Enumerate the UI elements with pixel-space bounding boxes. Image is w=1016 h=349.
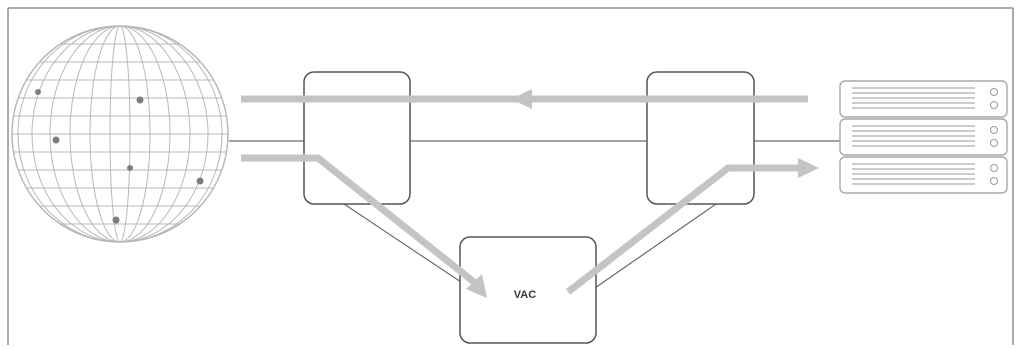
right-box-to-vac-line: [594, 203, 717, 289]
connection-lines: [229, 140, 840, 289]
globe-node-dots: [35, 89, 204, 224]
server-unit: [839, 118, 1008, 156]
left-box-to-vac-line: [343, 203, 471, 289]
inbound-to-vac-arrowhead: [466, 274, 487, 298]
server-unit: [839, 156, 1008, 194]
vac-to-server-arrow: [565, 164, 800, 295]
vac-to-server-arrowhead: [798, 158, 819, 178]
return-flow-arrowhead: [511, 89, 532, 109]
server-rack-icon: [839, 80, 1008, 194]
vac-label: VAC: [514, 289, 536, 301]
globe-icon: [11, 25, 229, 243]
inbound-to-vac-arrow: [241, 154, 482, 289]
flow-arrowheads: [466, 89, 819, 298]
left-router-box: [303, 71, 411, 205]
diagram-frame: [7, 7, 1014, 345]
server-unit: [839, 80, 1008, 118]
vac-box: VAC: [459, 236, 597, 344]
right-router-box: [646, 71, 755, 205]
